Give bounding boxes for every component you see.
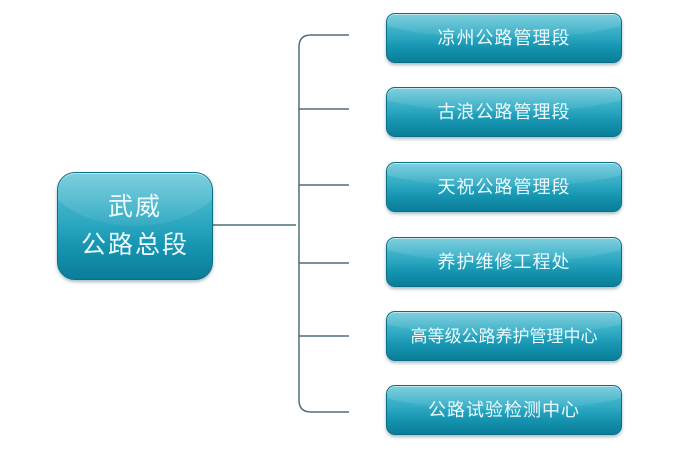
child-node[interactable]: 天祝公路管理段 bbox=[386, 162, 622, 212]
child-node-label: 天祝公路管理段 bbox=[437, 177, 571, 198]
child-node[interactable]: 高等级公路养护管理中心 bbox=[386, 311, 622, 361]
child-node[interactable]: 养护维修工程处 bbox=[386, 237, 622, 287]
trunk-connector bbox=[298, 34, 349, 413]
child-node-label: 养护维修工程处 bbox=[437, 252, 571, 273]
root-title-line1: 武威 bbox=[107, 192, 162, 221]
child-node-label: 高等级公路养护管理中心 bbox=[410, 327, 598, 347]
child-node[interactable]: 公路试验检测中心 bbox=[386, 385, 622, 435]
root-node[interactable]: 武威 公路总段 bbox=[57, 172, 213, 280]
root-title-line2: 公路总段 bbox=[80, 230, 189, 259]
child-node-label: 古浪公路管理段 bbox=[437, 102, 571, 123]
child-node-label: 凉州公路管理段 bbox=[437, 28, 571, 49]
child-node[interactable]: 古浪公路管理段 bbox=[386, 87, 622, 137]
child-node-label: 公路试验检测中心 bbox=[428, 400, 580, 421]
child-node[interactable]: 凉州公路管理段 bbox=[386, 13, 622, 63]
